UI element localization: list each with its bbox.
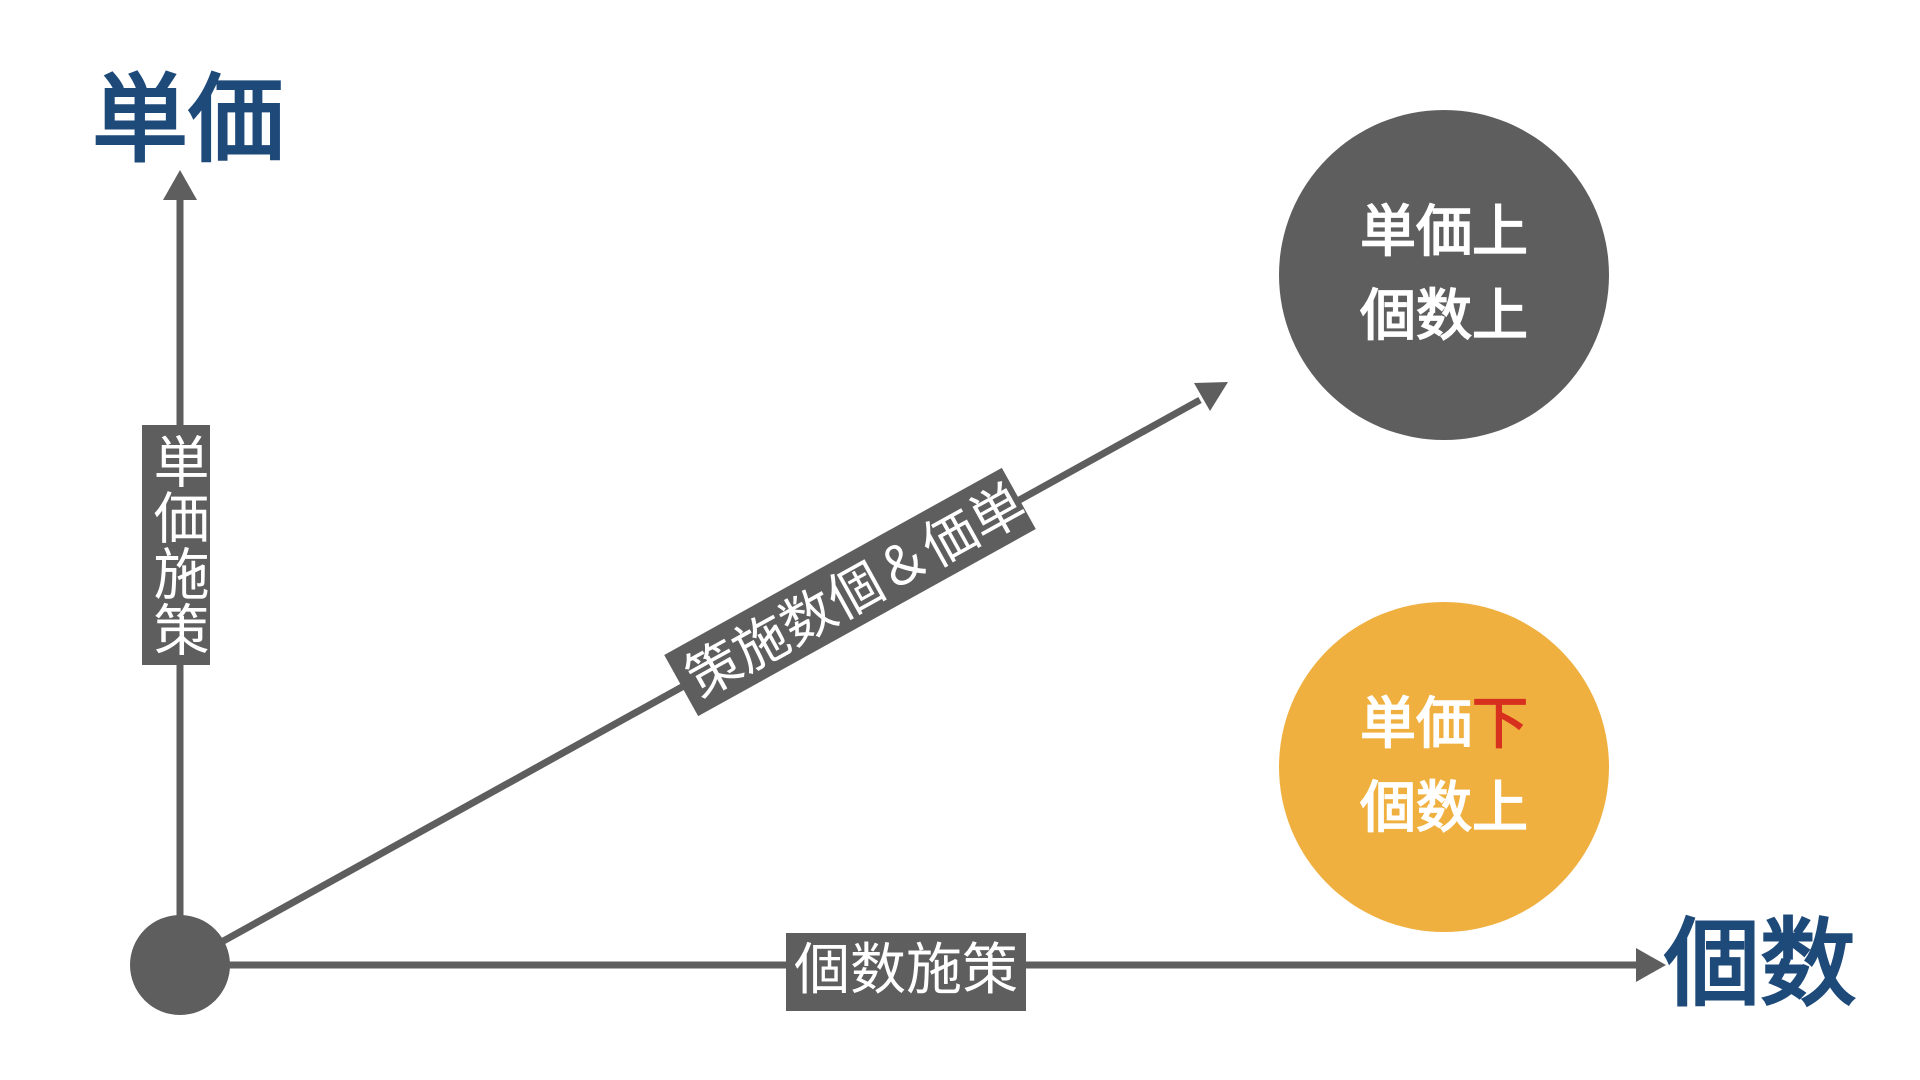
circle-bottom-line1-highlight: 下 — [1472, 692, 1528, 757]
circle-top-line2: 個数上 — [1360, 284, 1528, 349]
horizontal-arrow-head — [1636, 948, 1666, 982]
circle-top-text: 単価上 個数上 — [1279, 110, 1609, 440]
diagonal-arrow-head — [1194, 382, 1228, 411]
origin-node — [130, 915, 230, 1015]
circle-top-line1: 単価上 — [1360, 200, 1528, 265]
circle-bottom-text: 単価下 個数上 — [1279, 602, 1609, 932]
y-axis-title: 単価 — [92, 64, 284, 176]
vertical-arrow-head — [163, 170, 197, 200]
circle-top — [1279, 110, 1609, 440]
x-axis-title: 個数 — [1664, 908, 1856, 1020]
circle-bottom-line1-prefix: 単価 — [1360, 692, 1472, 757]
horizontal-arrow-label: 個数施策 — [786, 933, 1026, 1011]
circle-bottom-line2: 個数上 — [1360, 776, 1528, 841]
circle-bottom-line1: 単価下 — [1360, 683, 1528, 767]
vertical-arrow-label: 単価施策 — [142, 425, 210, 665]
circle-bottom — [1279, 602, 1609, 932]
